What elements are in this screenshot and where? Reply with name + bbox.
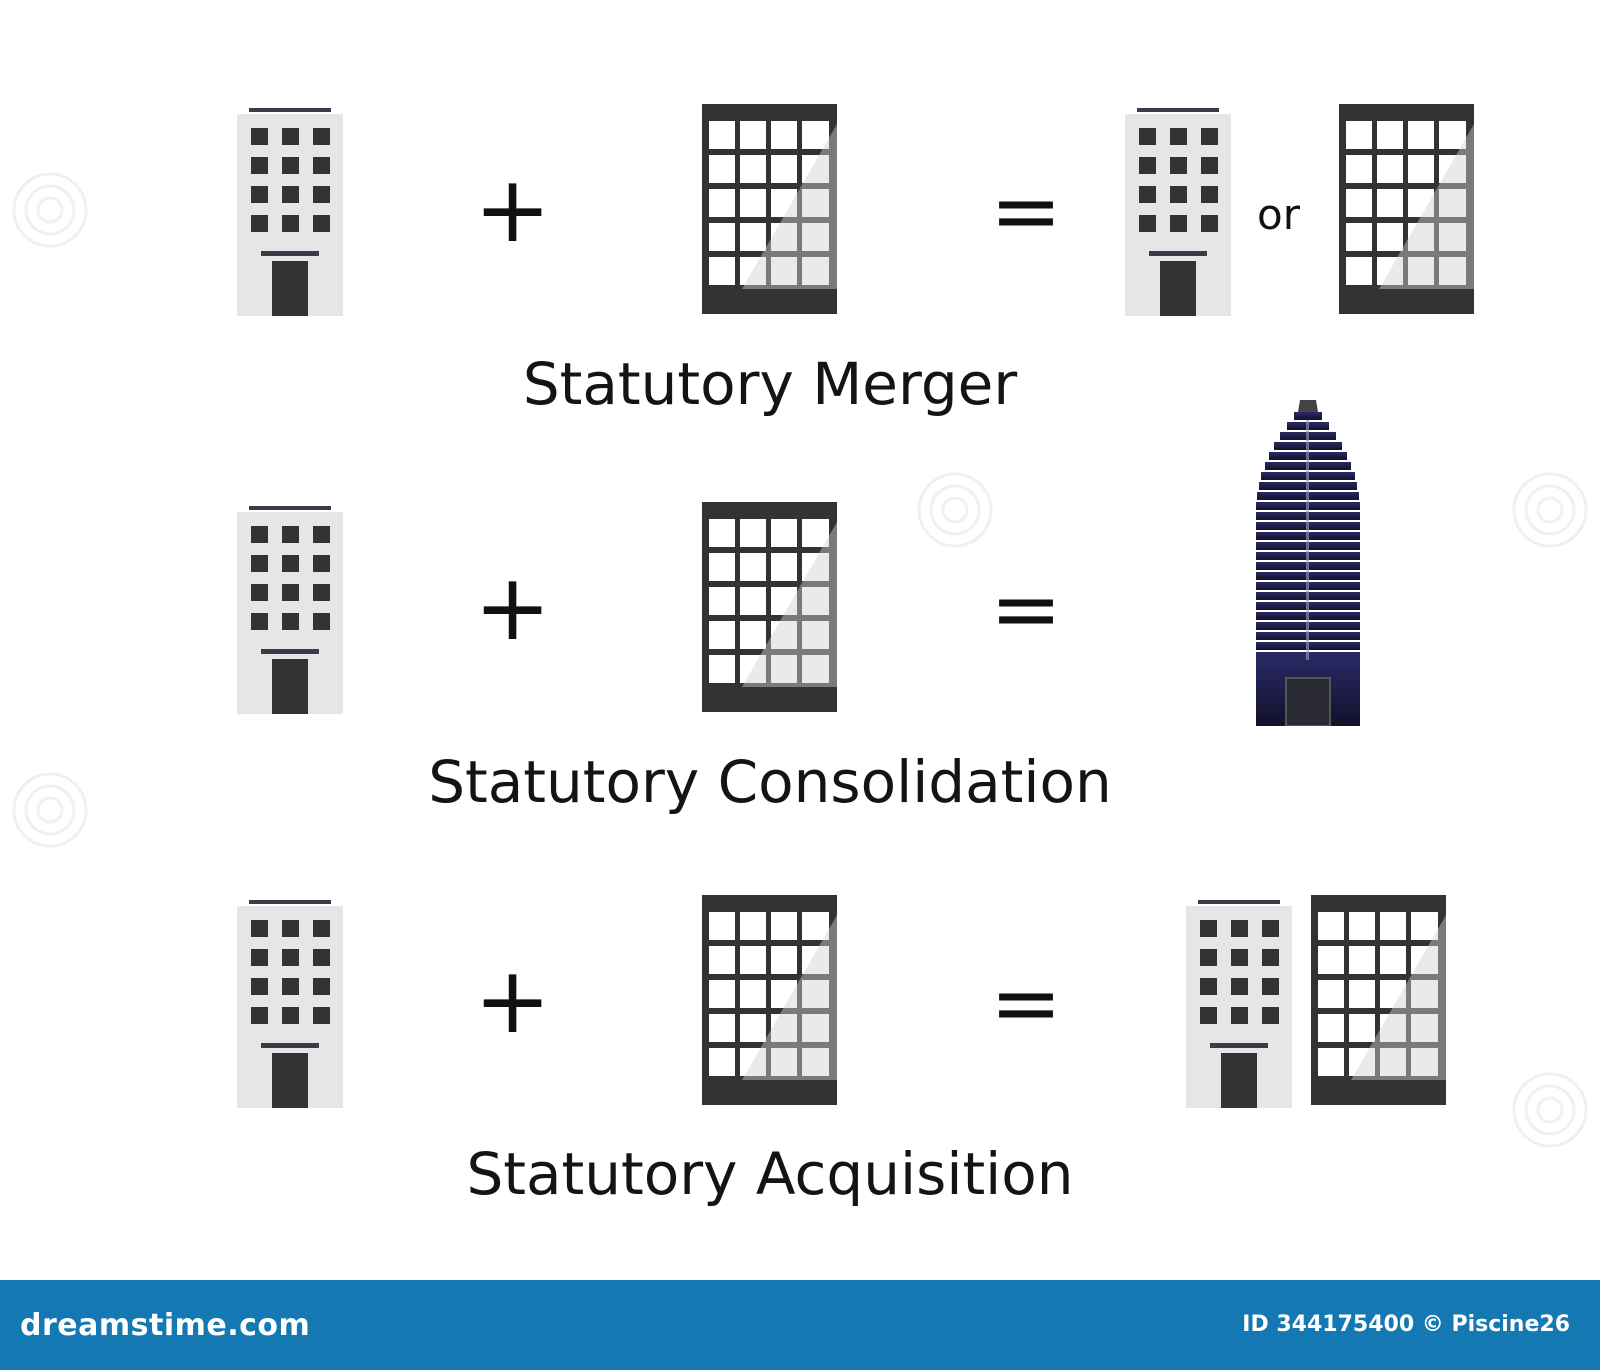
or-text: or <box>1257 190 1300 239</box>
grid-building-icon <box>702 502 837 712</box>
watermark-swirl-icon <box>12 772 88 848</box>
equals-operator: = <box>990 953 1063 1053</box>
equals-operator: = <box>990 559 1063 659</box>
watermark-swirl-icon <box>917 472 993 548</box>
small-building-icon <box>1186 900 1292 1108</box>
grid-building-icon <box>702 104 837 314</box>
small-building-icon <box>237 900 343 1108</box>
plus-operator: + <box>474 947 552 1054</box>
small-building-icon <box>237 506 343 714</box>
image-credit: ID 344175400 © Piscine26 <box>1242 1312 1570 1337</box>
row-label-merger: Statutory Merger <box>522 350 1018 418</box>
skyscraper-icon <box>1256 400 1360 726</box>
grid-building-icon <box>702 895 837 1105</box>
plus-operator: + <box>474 156 552 263</box>
watermark-swirl-icon <box>12 172 88 248</box>
row-label-consolidation: Statutory Consolidation <box>428 748 1112 816</box>
watermark-swirl-icon <box>1512 472 1588 548</box>
brand-logo: dreamstime.com <box>20 1308 311 1343</box>
footer-bar: dreamstime.com ID 344175400 © Piscine26 <box>0 1280 1600 1370</box>
small-building-icon <box>237 108 343 316</box>
diagram-canvas: + = or <box>12 104 1588 1208</box>
row-label-acquisition: Statutory Acquisition <box>466 1140 1074 1208</box>
grid-building-icon <box>1311 895 1446 1105</box>
equals-operator: = <box>990 161 1063 261</box>
small-building-icon <box>1125 108 1231 316</box>
plus-operator: + <box>474 554 552 661</box>
grid-building-icon <box>1339 104 1474 314</box>
watermark-swirl-icon <box>1512 1072 1588 1148</box>
